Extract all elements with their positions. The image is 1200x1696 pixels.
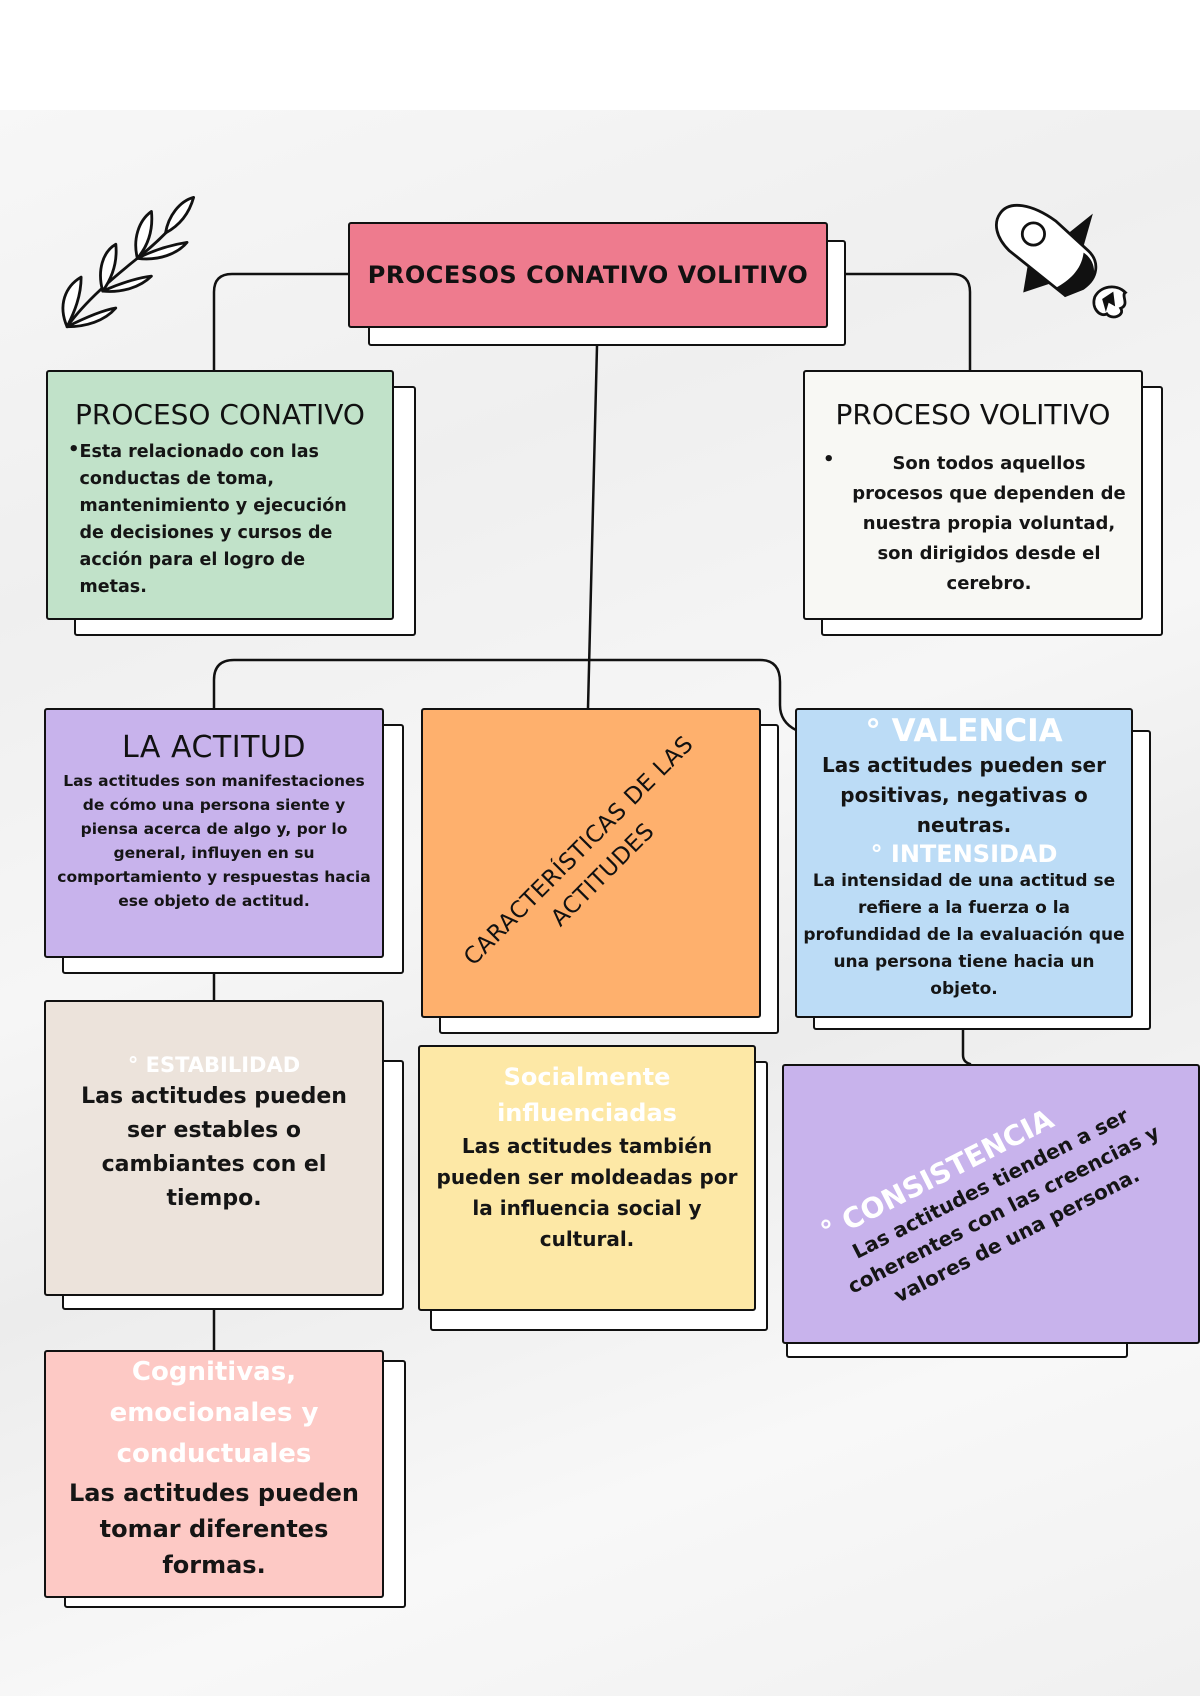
conativo-text: Esta relacionado con las conductas de to… <box>79 442 347 597</box>
actitud-box: LA ACTITUD Las actitudes son manifestaci… <box>44 708 384 958</box>
intensidad-text: La intensidad de una actitud se refiere … <box>803 871 1125 999</box>
social-box: Socialmente influenciadas Las actitudes … <box>418 1045 756 1311</box>
title-box: PROCESOS CONATIVO VOLITIVO <box>348 222 828 328</box>
estabilidad-heading: ° ESTABILIDAD <box>127 1053 301 1077</box>
volitivo-heading: PROCESO VOLITIVO <box>835 398 1111 431</box>
volitivo-text: Son todos aquellos procesos que dependen… <box>852 453 1126 594</box>
social-heading: Socialmente influenciadas <box>497 1063 677 1127</box>
social-text: Las actitudes también pueden ser moldead… <box>436 1134 738 1251</box>
actitud-heading: LA ACTITUD <box>122 730 306 765</box>
intensidad-heading: ° INTENSIDAD <box>870 840 1058 868</box>
valencia-text: Las actitudes pueden ser positivas, nega… <box>822 753 1106 837</box>
caracteristicas-box: CARACTERÍSTICAS DE LAS ACTITUDES <box>421 708 761 1018</box>
conativo-box: PROCESO CONATIVO • Esta relacionado con … <box>46 370 394 620</box>
formas-box: Cognitivas, emocionales y conductuales L… <box>44 1350 384 1598</box>
estabilidad-text: Las actitudes pueden ser estables o camb… <box>81 1084 347 1211</box>
valencia-heading: ° VALENCIA <box>865 713 1063 749</box>
caracteristicas-heading: CARACTERÍSTICAS DE LAS ACTITUDES <box>459 731 699 971</box>
bullet-icon: • <box>68 439 80 460</box>
formas-text: Las actitudes pueden tomar diferentes fo… <box>69 1479 359 1579</box>
valencia-box: ° VALENCIA Las actitudes pueden ser posi… <box>795 708 1133 1018</box>
leaf-branch-icon <box>48 188 208 338</box>
consistencia-box: ° CONSISTENCIA Las actitudes tienden a s… <box>782 1064 1200 1344</box>
rocket-icon <box>990 195 1140 325</box>
bullet-icon: • <box>823 449 835 470</box>
volitivo-box: PROCESO VOLITIVO • Son todos aquellos pr… <box>803 370 1143 620</box>
actitud-text: Las actitudes son manifestaciones de cóm… <box>57 772 371 910</box>
page-title: PROCESOS CONATIVO VOLITIVO <box>367 261 809 289</box>
estabilidad-box: ° ESTABILIDAD Las actitudes pueden ser e… <box>44 1000 384 1296</box>
formas-heading: Cognitivas, emocionales y conductuales <box>109 1357 319 1469</box>
conativo-heading: PROCESO CONATIVO <box>75 398 365 431</box>
